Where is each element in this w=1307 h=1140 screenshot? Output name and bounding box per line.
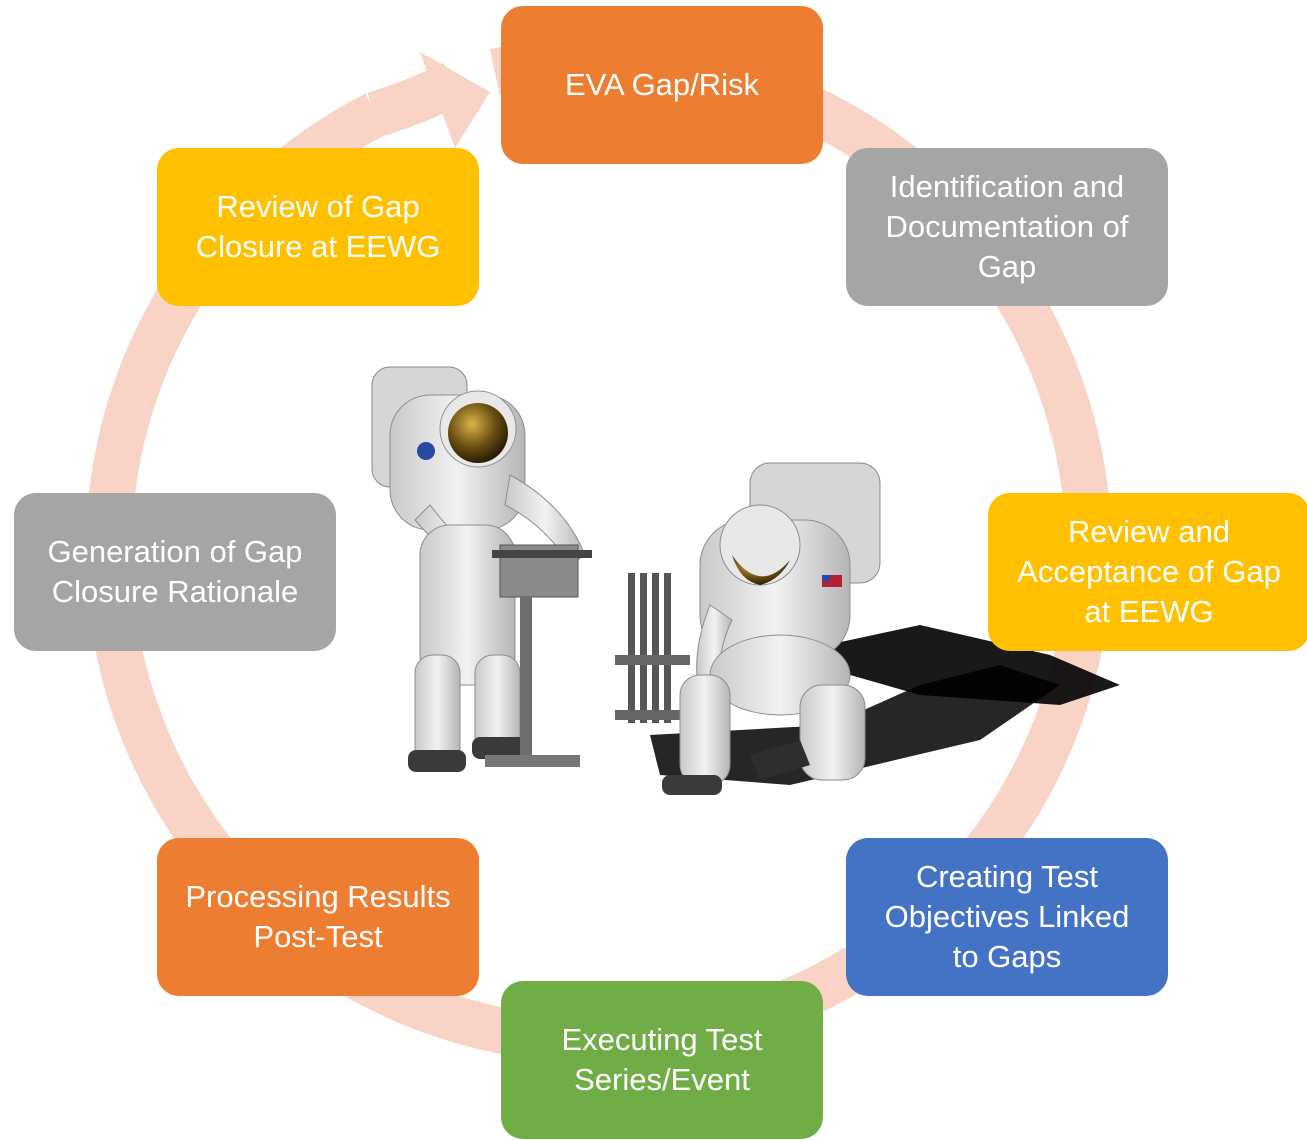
cycle-arrowhead [420,52,490,148]
core-drill [485,544,592,767]
step-executing-test-series: Executing Test Series/Event [501,981,823,1139]
step-identification-documentation: Identification and Documentation of Gap [846,148,1168,306]
step-review-acceptance: Review and Acceptance of Gap at EEWG [988,493,1307,651]
sample-rack [615,573,695,723]
standing-astronaut [371,366,586,772]
astronauts-illustration [371,366,1120,795]
step-eva-gap-risk: EVA Gap/Risk [501,6,823,164]
step-processing-results: Processing Results Post-Test [157,838,479,996]
rack-shadow [780,625,1120,705]
step-review-gap-closure: Review of Gap Closure at EEWG [157,148,479,306]
step-creating-test-objectives: Creating Test Objectives Linked to Gaps [846,838,1168,996]
step-generation-closure-rationale: Generation of Gap Closure Rationale [14,493,336,651]
kneeling-astronaut [662,462,881,795]
